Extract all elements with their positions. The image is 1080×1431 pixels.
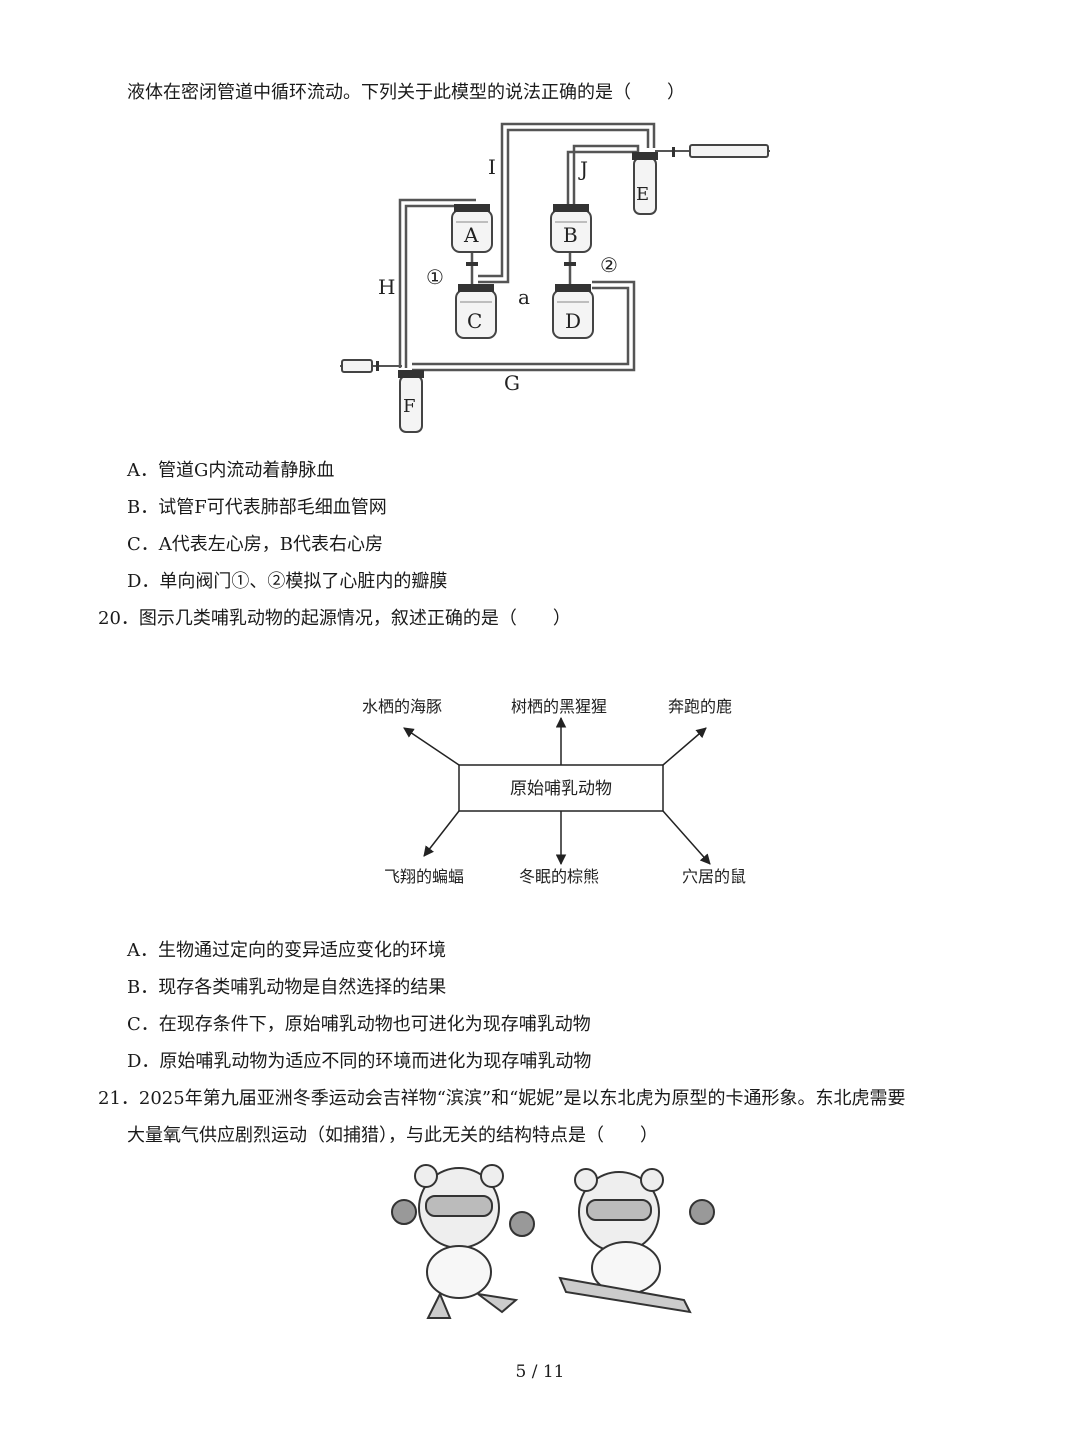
- mascot-nini-icon: [558, 1168, 715, 1314]
- valve-1-label: ①: [426, 265, 444, 289]
- top-left-label: 水栖的海豚: [362, 697, 442, 716]
- mascots-illustration: [391, 1164, 715, 1319]
- label-I: I: [488, 155, 496, 179]
- top-right-label: 奔跑的鹿: [668, 697, 732, 716]
- mascot-binbin-icon: [391, 1164, 535, 1319]
- bottom-right-label: 穴居的鼠: [682, 867, 746, 886]
- q21-stem-line1: 21．2025年第九届亚洲冬季运动会吉祥物“滨滨”和“妮妮”是以东北虎为原型的卡…: [98, 1088, 906, 1109]
- label-C: C: [467, 309, 482, 333]
- label-G: G: [504, 371, 520, 395]
- valve-2-label: ②: [600, 253, 618, 277]
- bottom-mid-label: 冬眠的棕熊: [519, 867, 599, 886]
- label-A: A: [463, 223, 479, 247]
- mammal-origin-diagram: 原始哺乳动物 水栖的海豚 树栖的黑猩猩 奔跑的鹿 飞翔的蝙蝠 冬眠的棕熊 穴居的…: [362, 697, 746, 886]
- q20-option-d[interactable]: D．原始哺乳动物为适应不同的环境而进化为现存哺乳动物: [127, 1051, 592, 1072]
- bottom-left-label: 飞翔的蝙蝠: [384, 867, 464, 886]
- label-B: B: [563, 223, 578, 247]
- q19-stem: 液体在密闭管道中循环流动。下列关于此模型的说法正确的是（ ）: [127, 82, 685, 103]
- label-F: F: [403, 396, 416, 417]
- center-label: 原始哺乳动物: [510, 779, 612, 799]
- label-E: E: [636, 184, 649, 205]
- label-H: H: [378, 275, 395, 299]
- top-mid-label: 树栖的黑猩猩: [511, 697, 607, 716]
- q19-option-a[interactable]: A．管道G内流动着静脉血: [127, 460, 335, 481]
- label-J: J: [578, 157, 588, 181]
- q20-stem: 20．图示几类哺乳动物的起源情况，叙述正确的是（ ）: [98, 608, 571, 629]
- page-number: 5 / 11: [515, 1362, 565, 1382]
- label-D: D: [565, 309, 581, 333]
- q20-option-b[interactable]: B．现存各类哺乳动物是自然选择的结果: [127, 977, 447, 998]
- label-a: a: [518, 285, 530, 309]
- circulation-model-diagram: A B C D E F I J H G a ① ②: [340, 122, 770, 433]
- q20-option-c[interactable]: C．在现存条件下，原始哺乳动物也可进化为现存哺乳动物: [127, 1014, 591, 1035]
- q20-option-a[interactable]: A．生物通过定向的变异适应变化的环境: [127, 940, 446, 961]
- q19-option-c[interactable]: C．A代表左心房，B代表右心房: [127, 534, 383, 555]
- q21-stem-line2: 大量氧气供应剧烈运动（如捕猎），与此无关的结构特点是（ ）: [127, 1125, 658, 1146]
- q19-option-d[interactable]: D．单向阀门①、②模拟了心脏内的瓣膜: [127, 571, 448, 592]
- q19-option-b[interactable]: B．试管F可代表肺部毛细血管网: [127, 497, 387, 518]
